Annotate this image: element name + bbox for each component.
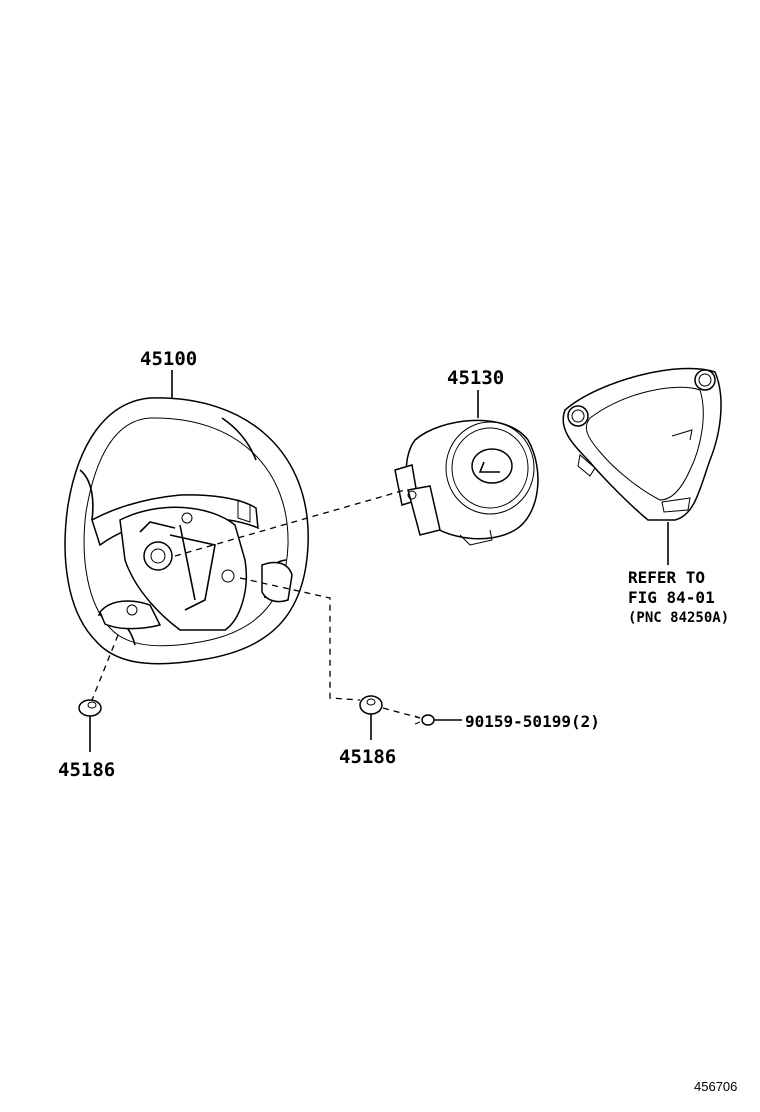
part-label-45130: 45130 <box>447 367 504 389</box>
cover-45186-left-drawing <box>78 699 102 717</box>
cover-45186-right-drawing <box>359 695 383 715</box>
airbag-pad-drawing <box>394 419 539 546</box>
refer-note-line3: (PNC 84250A) <box>628 610 729 626</box>
dashed-link-cover-right <box>239 577 361 701</box>
part-label-45100: 45100 <box>140 348 197 370</box>
refer-note-line1: REFER TO <box>628 568 705 587</box>
refer-note-line2: FIG 84-01 <box>628 588 715 607</box>
dashed-link-cover-left <box>91 634 119 701</box>
dashed-link-screw <box>382 707 421 719</box>
steering-cover-drawing <box>562 367 722 521</box>
part-label-45186-right: 45186 <box>339 746 396 768</box>
dashed-link-hub-airbag <box>174 489 406 557</box>
steering-wheel-drawing <box>64 397 309 665</box>
part-label-45186-left: 45186 <box>58 759 115 781</box>
screw-drawing <box>414 714 435 726</box>
part-label-screw: 90159-50199(2) <box>465 712 600 731</box>
figure-number: 456706 <box>694 1079 737 1094</box>
